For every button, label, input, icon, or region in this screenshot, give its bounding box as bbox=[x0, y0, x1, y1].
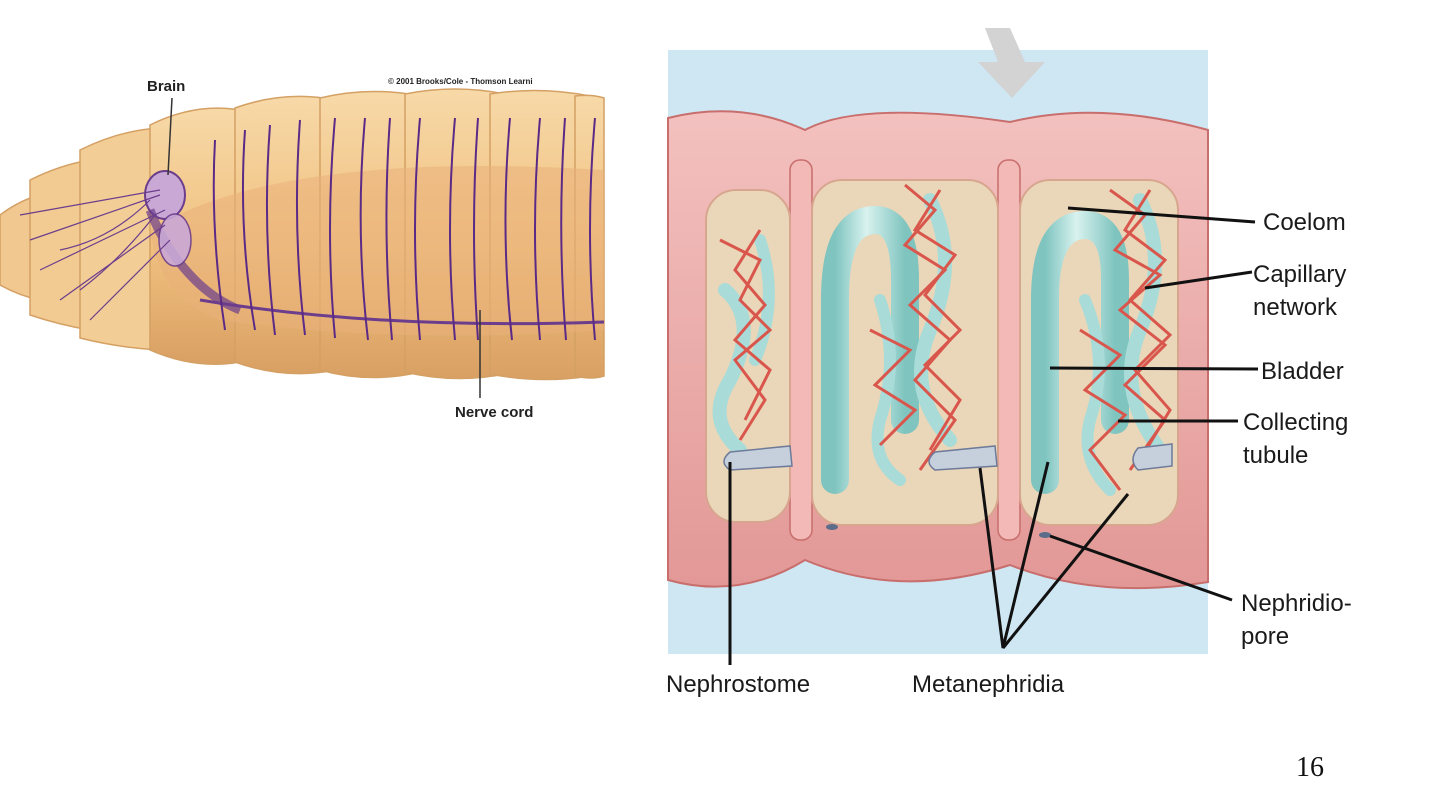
collecting-tubule-label-line2: tubule bbox=[1243, 442, 1308, 469]
metanephridia-label: Metanephridia bbox=[912, 671, 1065, 698]
capillary-label-line2: network bbox=[1253, 294, 1338, 321]
nephridiopore-label-line2: pore bbox=[1241, 623, 1289, 650]
capillary-label-line1: Capillary bbox=[1253, 261, 1346, 288]
copyright-label: © 2001 Brooks/Cole - Thomson Learni bbox=[388, 77, 533, 86]
earthworm-nervous-system-illustration bbox=[0, 88, 605, 398]
brain-label: Brain bbox=[147, 78, 185, 95]
collecting-tubule-label-line1: Collecting bbox=[1243, 409, 1348, 436]
leader-lines bbox=[728, 206, 1259, 665]
metanephridia-illustration bbox=[667, 28, 1209, 654]
nephridiopore-label-line1: Nephridio- bbox=[1241, 590, 1352, 617]
coelom-label: Coelom bbox=[1263, 209, 1346, 236]
nephrostome-label: Nephrostome bbox=[666, 671, 810, 698]
nerve-cord-label: Nerve cord bbox=[455, 404, 533, 421]
bladder-label: Bladder bbox=[1261, 358, 1344, 385]
page-number: 16 bbox=[1296, 752, 1324, 783]
